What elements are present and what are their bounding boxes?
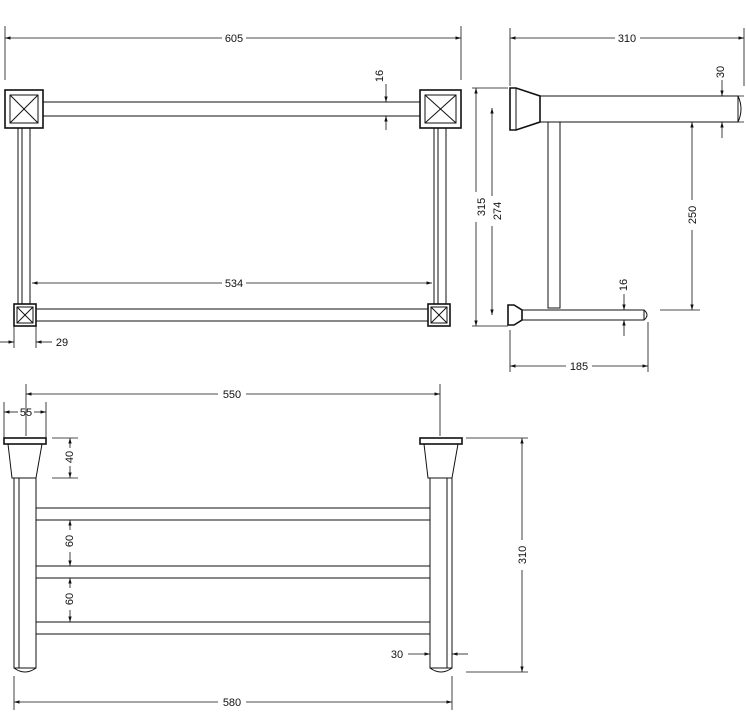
dim-bar-diameter: 16 bbox=[374, 70, 386, 82]
side-view: 310 315 274 30 250 bbox=[472, 28, 745, 373]
left-flange bbox=[3, 437, 47, 479]
top-right-mount bbox=[419, 89, 462, 129]
right-post-top bbox=[429, 477, 453, 673]
dim-flange-height: 40 bbox=[64, 451, 76, 463]
dim-flange-width: 55 bbox=[20, 407, 32, 419]
front-view: 605 bbox=[0, 26, 462, 349]
top-bar bbox=[42, 101, 421, 117]
dim-bar-spacing: 250 bbox=[687, 206, 699, 224]
dim-post-width: 29 bbox=[56, 337, 68, 349]
rail-2 bbox=[35, 565, 431, 579]
rail-1 bbox=[35, 507, 431, 521]
right-post bbox=[433, 127, 447, 305]
dim-bottom-bar-diameter: 16 bbox=[618, 279, 630, 291]
dim-height-inner: 274 bbox=[492, 202, 504, 220]
side-bottom-bar-end bbox=[643, 309, 648, 321]
dim-total-depth: 310 bbox=[517, 546, 529, 564]
dim-depth: 310 bbox=[618, 33, 636, 45]
left-post-top bbox=[13, 477, 37, 673]
dim-rail-spacing-2: 60 bbox=[64, 593, 76, 605]
top-view: 550 55 bbox=[3, 384, 529, 710]
bottom-bar bbox=[35, 308, 429, 322]
top-flange bbox=[509, 87, 541, 131]
bottom-flange bbox=[507, 304, 523, 326]
side-post bbox=[547, 121, 561, 309]
top-left-mount bbox=[4, 89, 44, 129]
bottom-left-mount bbox=[13, 303, 37, 327]
bottom-right-mount bbox=[427, 303, 451, 327]
dim-rail-spacing-1: 60 bbox=[64, 535, 76, 547]
side-top-bar-end bbox=[737, 95, 742, 123]
dim-overall-width: 605 bbox=[225, 33, 243, 45]
right-flange bbox=[419, 437, 463, 479]
dim-overall-height: 315 bbox=[476, 198, 488, 216]
dim-top-bar-diameter: 30 bbox=[715, 66, 727, 78]
dim-center-distance: 550 bbox=[223, 389, 241, 401]
side-bottom-bar bbox=[521, 309, 645, 321]
dim-bottom-depth: 185 bbox=[570, 361, 588, 373]
rail-3 bbox=[35, 621, 431, 635]
dim-post-diameter: 30 bbox=[391, 649, 403, 661]
dim-inner-width: 534 bbox=[225, 278, 243, 290]
dim-overall-length: 580 bbox=[223, 697, 241, 709]
left-post bbox=[17, 127, 31, 305]
side-top-bar bbox=[539, 95, 739, 123]
